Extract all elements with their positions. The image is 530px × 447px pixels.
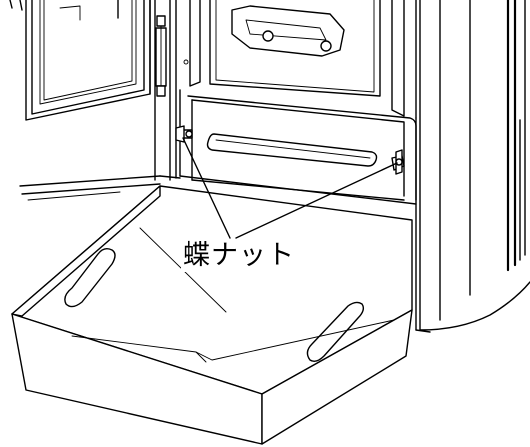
stove-door xyxy=(9,0,156,181)
door-hinge xyxy=(155,15,167,97)
wing-nut-right xyxy=(391,149,405,175)
callout-leaders xyxy=(182,137,398,239)
wing-nut-left xyxy=(175,125,193,143)
callout-label: 蝶ナット xyxy=(181,240,297,272)
ash-drawer xyxy=(11,185,413,445)
stove-body xyxy=(169,0,530,333)
ash-compartment xyxy=(19,89,417,205)
